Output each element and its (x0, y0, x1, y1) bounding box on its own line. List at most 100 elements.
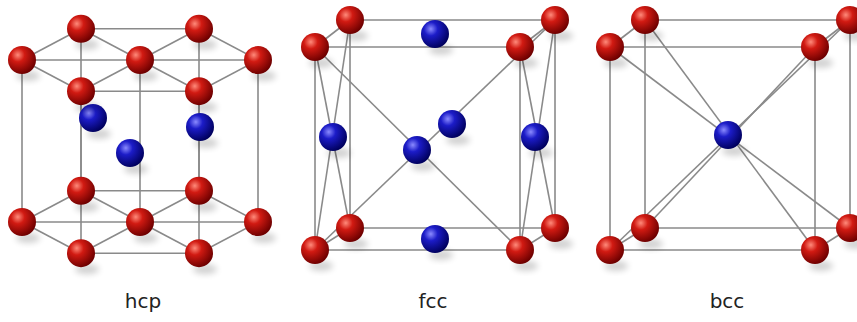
atom-sphere (403, 136, 431, 164)
red-atom (301, 236, 333, 271)
atom-sphere (185, 15, 213, 43)
red-atom (8, 208, 40, 243)
atom-sphere (126, 46, 154, 74)
red-atom (506, 33, 538, 68)
lattice-bond (349, 20, 351, 228)
red-atom (336, 6, 368, 41)
atom-sphere (67, 15, 95, 43)
red-atom (836, 6, 857, 41)
red-atom (244, 208, 276, 243)
atom-sphere (801, 33, 829, 61)
atom-sphere (126, 208, 154, 236)
lattice-bond (257, 60, 259, 222)
atom-sphere (116, 139, 144, 167)
red-atom (67, 77, 99, 112)
atom-sphere (631, 6, 659, 34)
atom-sphere (596, 236, 624, 264)
atom-sphere (506, 236, 534, 264)
blue-atom (421, 225, 453, 260)
lattice-bond (350, 19, 555, 21)
red-atom (185, 15, 217, 50)
lattice-bond (81, 252, 199, 254)
atom-sphere (8, 208, 36, 236)
lattice-bond (519, 47, 521, 250)
atom-sphere (714, 121, 742, 149)
structure-label: hcp (125, 289, 161, 313)
red-atom (8, 46, 40, 81)
lattice-bond (315, 47, 350, 228)
red-atom (801, 236, 833, 271)
red-atom (67, 239, 99, 274)
lattice-bond (315, 249, 520, 251)
structure-label: bcc (710, 289, 745, 313)
red-atom (506, 236, 538, 271)
red-atom (185, 239, 217, 274)
atom-sphere (186, 113, 214, 141)
atom-sphere (67, 177, 95, 205)
red-atom (631, 6, 663, 41)
red-atom (631, 214, 663, 249)
atom-sphere (8, 46, 36, 74)
atom-sphere (541, 6, 569, 34)
lattice-bond (610, 249, 815, 251)
atom-sphere (631, 214, 659, 242)
atom-sphere (301, 33, 329, 61)
atom-sphere (506, 33, 534, 61)
red-atom (185, 177, 217, 212)
red-atom (836, 214, 857, 249)
lattice-bond (849, 20, 851, 228)
atom-sphere (336, 6, 364, 34)
atom-sphere (67, 239, 95, 267)
blue-atom (403, 136, 435, 171)
lattice-bond (610, 46, 815, 48)
lattice-bond (609, 47, 611, 250)
lattice-bond (645, 227, 850, 229)
atom-sphere (301, 236, 329, 264)
atom-sphere (244, 46, 272, 74)
blue-atom (116, 139, 148, 174)
red-atom (596, 33, 628, 68)
atom-sphere (421, 20, 449, 48)
lattice-bond (610, 47, 850, 228)
blue-atom (521, 123, 553, 158)
red-atom (596, 236, 628, 271)
red-atom (126, 208, 158, 243)
atom-sphere (336, 214, 364, 242)
lattice-bond (554, 20, 556, 228)
red-atom (541, 6, 573, 41)
red-atom (336, 214, 368, 249)
lattice-bond (644, 20, 646, 228)
lattice-bond (645, 19, 850, 21)
atom-sphere (185, 177, 213, 205)
lattice-bond (315, 20, 555, 250)
structure-label: fcc (418, 289, 447, 313)
atom-sphere (421, 225, 449, 253)
atom-sphere (596, 33, 624, 61)
lattice-bond (21, 60, 23, 222)
blue-atom (714, 121, 746, 156)
red-atom (67, 15, 99, 50)
red-atom (126, 46, 158, 81)
red-atom (185, 77, 217, 112)
red-atom (67, 177, 99, 212)
atom-sphere (836, 214, 857, 242)
lattice-bond (81, 28, 199, 30)
atom-sphere (836, 6, 857, 34)
red-atom (244, 46, 276, 81)
atom-sphere (541, 214, 569, 242)
red-atom (301, 33, 333, 68)
atom-sphere (438, 110, 466, 138)
lattice-bond (140, 59, 258, 61)
atom-sphere (185, 239, 213, 267)
lattice-bond (645, 20, 815, 250)
lattice-bond (610, 20, 850, 250)
lattice-bond (520, 47, 555, 228)
blue-atom (319, 123, 351, 158)
atom-sphere (801, 236, 829, 264)
blue-atom (186, 113, 218, 148)
atom-sphere (319, 123, 347, 151)
blue-atom (421, 20, 453, 55)
lattice-bond (645, 47, 815, 228)
